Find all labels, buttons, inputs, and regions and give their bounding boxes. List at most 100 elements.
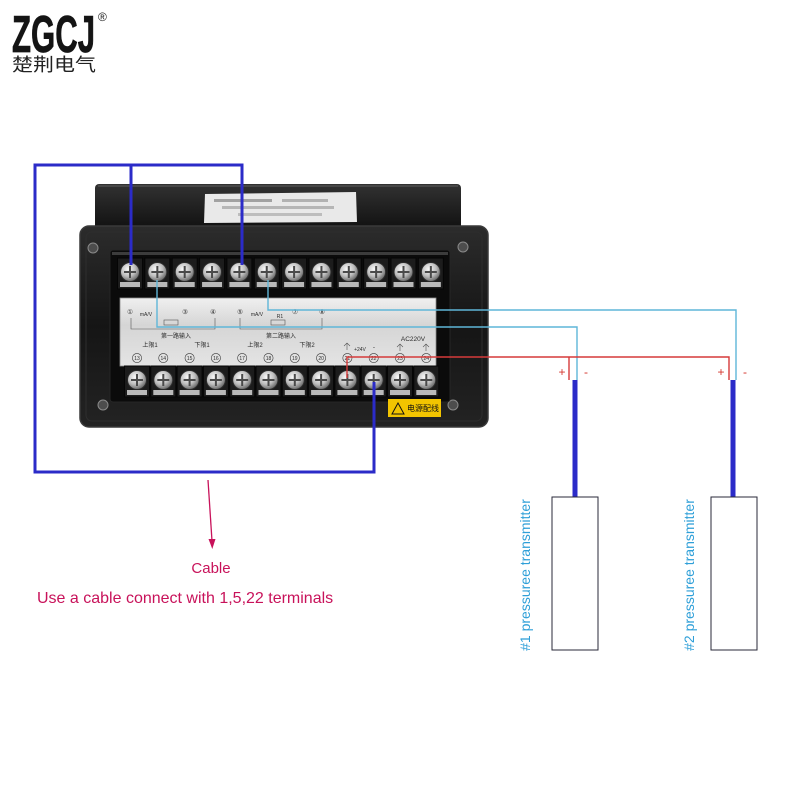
cable-annotation: Cable Use a cable connect with 1,5,22 te…	[37, 479, 333, 607]
bottom-terminal-24	[413, 365, 440, 398]
clamp-plate	[311, 282, 332, 287]
panel-label-supply-plus: +24V	[354, 347, 366, 353]
top-terminal-9	[335, 257, 362, 290]
mounting-screw	[97, 399, 109, 411]
terminal-number-18: 18	[263, 353, 274, 363]
panel-label-ma-v-1: mA/V	[140, 312, 153, 318]
channel-2-resistor	[270, 319, 286, 326]
brand-logo: ZGCJ ® 楚荆电气	[12, 6, 107, 75]
top-terminal-7	[281, 257, 308, 290]
annotation-arrow-head	[208, 539, 216, 549]
channel-1-resistor	[163, 319, 179, 326]
cable-instruction: Use a cable connect with 1,5,22 terminal…	[37, 590, 333, 607]
bottom-terminal-15	[176, 365, 203, 398]
bottom-terminal-17	[229, 365, 256, 398]
number-circle	[184, 353, 195, 363]
panel-label-terminal-1: ①	[127, 308, 133, 316]
clamp-plate	[256, 282, 277, 287]
clamp-plate	[284, 390, 305, 395]
clamp-plate	[174, 282, 195, 287]
panel-label-terminal-8: ⑧	[319, 308, 325, 316]
mounting-screw	[447, 399, 459, 411]
clamp-plate	[205, 390, 226, 395]
transmitter-1-body	[551, 496, 599, 651]
clamp-plate	[393, 282, 414, 287]
panel-label-terminal-4: ④	[210, 308, 216, 316]
bottom-terminal-16	[202, 365, 229, 398]
top-terminal-8	[308, 257, 335, 290]
mounting-screw	[457, 241, 469, 253]
clamp-plate	[390, 390, 410, 395]
panel-label-channel-1: 第一路输入	[161, 332, 191, 340]
panel-label-supply-minus: -	[373, 344, 375, 351]
registered-mark: ®	[98, 10, 107, 24]
bridge-cable	[33, 163, 376, 474]
top-terminal-11	[390, 257, 417, 290]
number-circle	[237, 353, 248, 363]
screw-slot	[370, 266, 383, 278]
transmitter-2-plus: +	[717, 365, 724, 379]
clamp-plate	[153, 390, 174, 395]
wiring-label-panel: ① mA/V ③ ④ ⑤ mA/V R1 ⑦ ⑧ 第一路输入 第二路输入 上限1…	[119, 297, 437, 367]
terminal-number-17: 17	[237, 353, 248, 363]
warning-label-background	[388, 399, 441, 417]
top-terminal-12	[417, 257, 444, 290]
screw-slot	[397, 266, 410, 278]
bottom-terminal-18	[255, 365, 282, 398]
bottom-terminal-20	[308, 365, 335, 398]
warning-label-text: 电源配线	[407, 403, 439, 413]
screw-slot	[124, 266, 136, 278]
terminal-number-23: 23	[395, 353, 405, 363]
terminal-number-20: 20	[316, 353, 326, 363]
screw-slot	[206, 266, 219, 278]
screw-slot	[315, 266, 328, 278]
top-terminal-4	[199, 257, 226, 290]
channel-2-bracket	[239, 318, 323, 330]
clamp-plate	[311, 390, 332, 395]
top-terminal-row	[117, 257, 444, 290]
bottom-terminal-23	[387, 365, 413, 398]
number-circle	[395, 353, 405, 363]
sticker-print-line	[282, 199, 328, 202]
terminal-number-15: 15	[184, 353, 195, 363]
bottom-terminal-13	[124, 365, 150, 398]
screw-slot	[424, 266, 437, 278]
screw-slot	[288, 374, 301, 386]
clamp-plate	[127, 390, 147, 395]
clamp-plate	[284, 282, 305, 287]
housing-highlight	[98, 185, 458, 187]
transmitter-2-body	[710, 496, 758, 651]
clamp-plate	[120, 282, 140, 287]
number-circle	[316, 353, 326, 363]
terminal-number-text: 23	[397, 356, 403, 362]
panel-label-terminal-3: ③	[182, 308, 188, 316]
screw-slot	[236, 374, 249, 386]
signal-wire-channel-1	[156, 280, 578, 380]
panel-label-mains: AC220V	[401, 336, 426, 343]
panel-label-lower-limit-1: 下限1	[194, 341, 210, 349]
clamp-plate	[179, 390, 200, 395]
panel-label-terminal-7: ⑦	[292, 308, 298, 316]
bottom-terminal-row	[124, 365, 440, 398]
mounting-screw	[87, 242, 99, 254]
cable-title: Cable	[191, 560, 230, 577]
terminal-number-text: 14	[161, 356, 167, 362]
terminal-number-14: 14	[158, 353, 169, 363]
bottom-terminal-14	[150, 365, 177, 398]
controller-unit: ① mA/V ③ ④ ⑤ mA/V R1 ⑦ ⑧ 第一路输入 第二路输入 上限1…	[79, 184, 489, 428]
terminal-number-text: 15	[187, 356, 193, 362]
terminal-number-text: 24	[424, 356, 430, 362]
channel-1-bracket	[130, 318, 216, 330]
screw-slot	[315, 374, 328, 386]
screw-slot	[288, 266, 301, 278]
number-circle	[263, 353, 274, 363]
panel-schematic-lines	[130, 318, 430, 351]
company-name: 楚荆电气	[12, 55, 96, 75]
signal-wires	[156, 280, 737, 380]
warning-triangle-icon	[391, 401, 405, 415]
screw-slot	[233, 266, 246, 278]
terminal-number-text: 20	[318, 356, 324, 362]
number-circle	[210, 353, 221, 363]
screw-slot	[151, 266, 164, 278]
clamp-plate	[202, 282, 223, 287]
